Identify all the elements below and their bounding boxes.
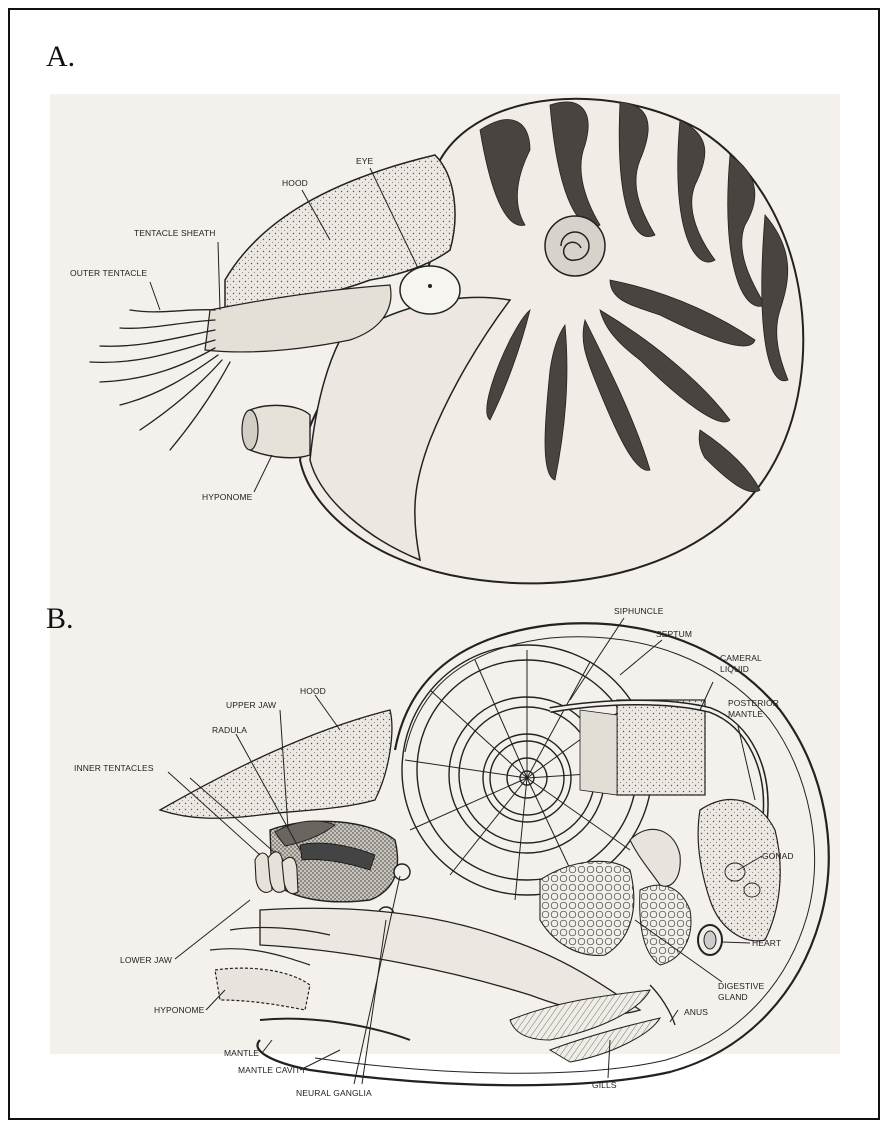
label-eye: EYE — [356, 156, 374, 166]
label-hyponome-b: HYPONOME — [154, 1005, 205, 1015]
shell-umbilicus — [545, 216, 605, 276]
nautilus-diagram: EYE HOOD TENTACLE SHEATH OUTER TENTACLE … — [10, 10, 878, 1118]
label-siphuncle: SIPHUNCLE — [614, 606, 664, 616]
label-hyponome-a: HYPONOME — [202, 492, 253, 502]
label-inner-tentacles: INNER TENTACLES — [74, 763, 154, 773]
hyponome-b-shape — [215, 968, 310, 1010]
figure-frame: A. B. — [8, 8, 880, 1120]
label-hood-b: HOOD — [300, 686, 326, 696]
label-digestive-1: DIGESTIVE — [718, 981, 764, 991]
label-mantle-cavity: MANTLE CAVITY — [238, 1065, 306, 1075]
label-anus: ANUS — [684, 1007, 708, 1017]
label-neural-ganglia: NEURAL GANGLIA — [296, 1088, 372, 1098]
label-cameral-2: LIQUID — [720, 664, 749, 674]
panel-b-drawing: SIPHUNCLE SEPTUM CAMERAL LIQUID POSTERIO… — [74, 606, 829, 1098]
label-posterior-1: POSTERIOR — [728, 698, 779, 708]
label-radula: RADULA — [212, 725, 247, 735]
label-septum: SEPTUM — [656, 629, 692, 639]
label-digestive-2: GLAND — [718, 992, 748, 1002]
panel-a-drawing: EYE HOOD TENTACLE SHEATH OUTER TENTACLE … — [70, 99, 803, 584]
label-lower-jaw: LOWER JAW — [120, 955, 172, 965]
label-hood: HOOD — [282, 178, 308, 188]
label-upper-jaw: UPPER JAW — [226, 700, 276, 710]
label-cameral-1: CAMERAL — [720, 653, 762, 663]
label-outer-tentacle: OUTER TENTACLE — [70, 268, 147, 278]
hyponome-shape — [250, 405, 310, 457]
label-mantle: MANTLE — [224, 1048, 259, 1058]
label-posterior-2: MANTLE — [728, 709, 763, 719]
label-gonad: GONAD — [762, 851, 794, 861]
inner-tentacles-shape — [255, 852, 298, 894]
hood-b-shape — [160, 710, 392, 818]
cameral-chamber — [617, 700, 705, 795]
label-gills: GILLS — [592, 1080, 617, 1090]
outer-tentacles — [90, 310, 230, 450]
gonad-region — [698, 800, 780, 941]
label-tentacle-sheath: TENTACLE SHEATH — [134, 228, 215, 238]
eye-shape — [400, 266, 460, 314]
mantle-shape — [260, 1019, 410, 1040]
digestive-gland-shape — [540, 861, 634, 955]
label-heart: HEART — [752, 938, 781, 948]
